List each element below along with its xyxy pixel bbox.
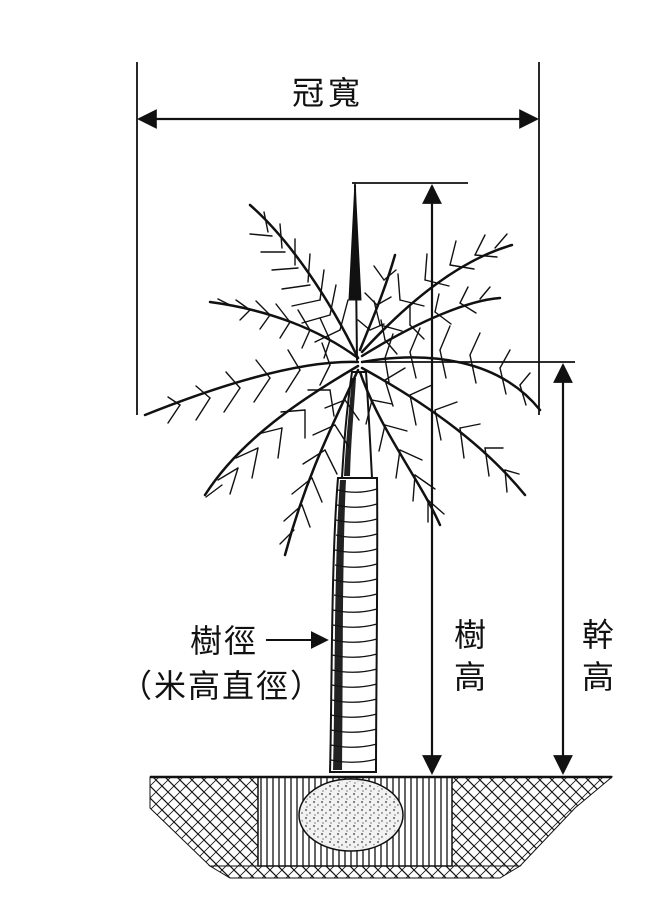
soil-left (149, 776, 259, 867)
tree-height-label-char-1: 樹 (454, 616, 486, 654)
dimension-lines (136, 62, 575, 775)
trunk-diameter-label: 樹徑 (190, 622, 258, 660)
tree-height-label-char-2: 高 (454, 658, 486, 696)
trunk-height-label-char-2: 高 (582, 658, 614, 696)
palm-trunk (328, 371, 379, 773)
trunk-diameter-note-label: （米高直徑） (120, 667, 324, 705)
soil-right (451, 776, 614, 867)
soil-bottom (208, 865, 522, 879)
trunk-height-label-char-1: 幹 (582, 616, 614, 654)
ground (149, 775, 614, 879)
palm-fronds (143, 181, 542, 557)
crown-width-label: 冠寬 (292, 74, 364, 112)
